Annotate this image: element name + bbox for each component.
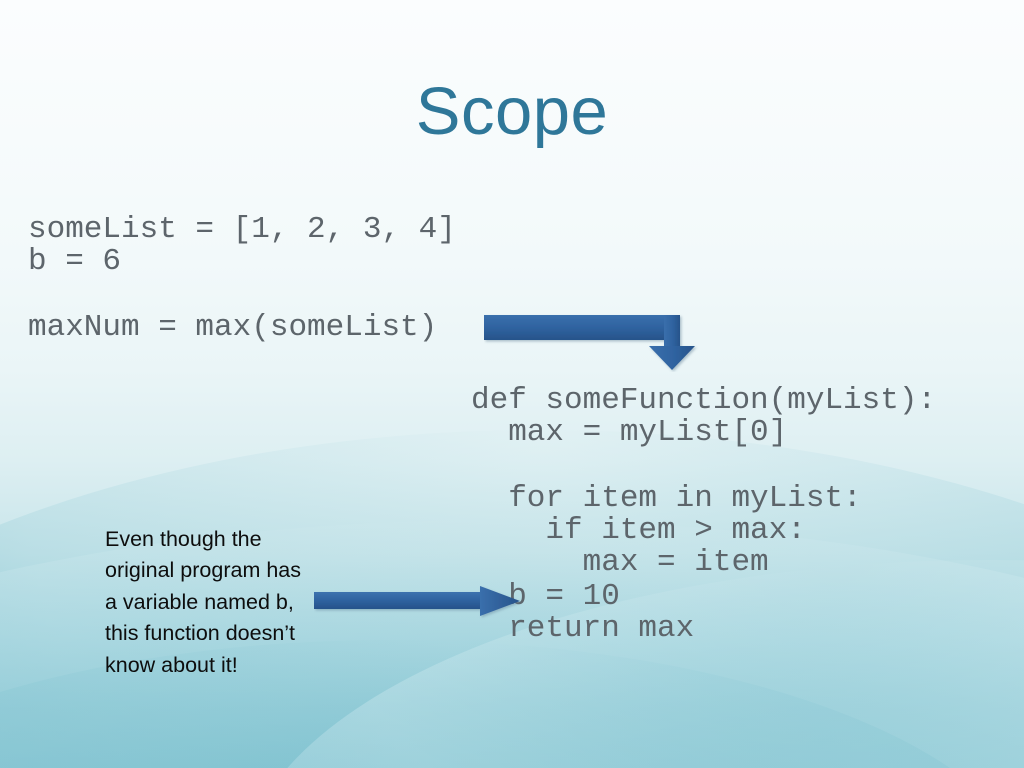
call-flow-arrow-icon xyxy=(484,315,695,370)
code-block-function-tail: b = 10 return max xyxy=(508,579,695,647)
annotation-text: Even though the original program has a v… xyxy=(105,527,301,677)
code-block-function-header: def someFunction(myList): max = myList[0… xyxy=(471,383,937,451)
code-block-main-program: someList = [1, 2, 3, 4] b = 6 xyxy=(28,212,456,280)
slide-title: Scope xyxy=(415,74,609,149)
code-block-function-loop: for item in myList: if item > max: max =… xyxy=(508,481,862,581)
code-line-function-call: maxNum = max(someList) xyxy=(28,310,438,345)
